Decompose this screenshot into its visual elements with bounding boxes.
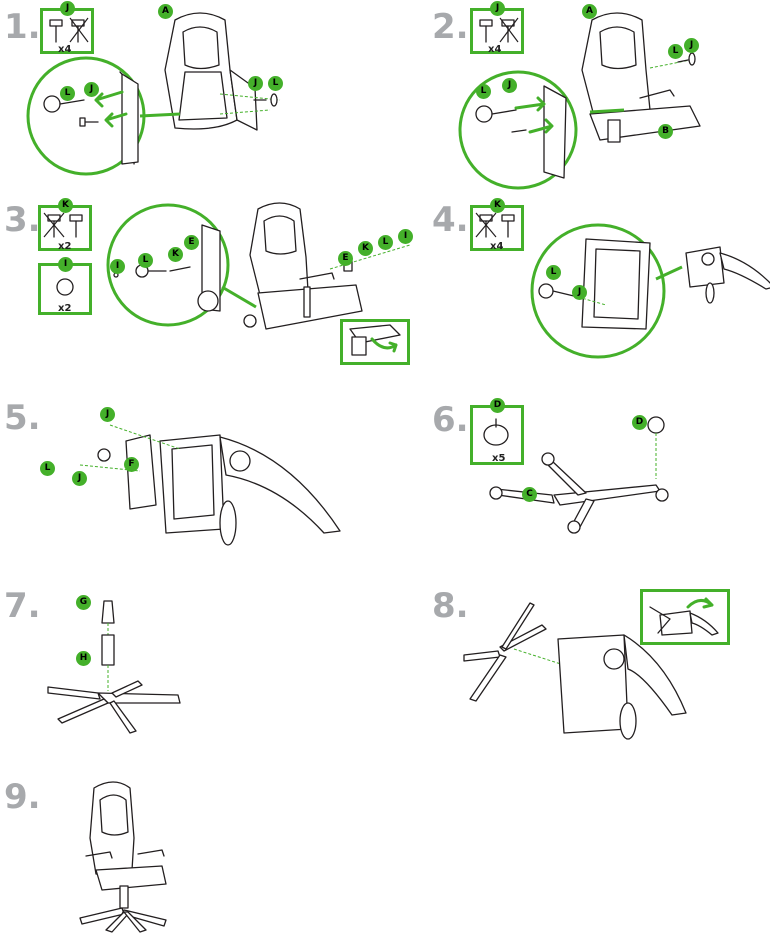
flip-detail: [649, 597, 719, 636]
seat-back-drawing: [164, 12, 258, 131]
part-tag: L: [268, 76, 283, 91]
part-tag: J: [60, 1, 75, 16]
chair-upside-drawing: [79, 424, 341, 546]
quantity-label: x4: [58, 44, 72, 55]
connector-line: [589, 108, 625, 114]
step-6: 6. x5 D D C: [430, 395, 770, 555]
step-number: 4.: [432, 200, 469, 240]
part-tag: G: [76, 595, 91, 610]
step-2: 2. x4 J A B J L L J: [430, 0, 770, 190]
bolt-icon: [479, 17, 519, 43]
detail-circle: [458, 70, 578, 190]
washer-icon: [56, 278, 74, 296]
step-number: 8.: [432, 586, 469, 626]
step-4: 4. x4 K L J: [430, 195, 770, 375]
part-tag: J: [72, 471, 87, 486]
step-number: 3.: [4, 200, 41, 240]
connector-line: [655, 265, 683, 281]
part-tag: I: [58, 257, 73, 272]
part-tag: A: [158, 4, 173, 19]
part-tag: H: [76, 651, 91, 666]
quantity-label: x4: [490, 241, 504, 252]
part-tag: F: [124, 457, 139, 472]
bolt-assembly: [649, 52, 696, 69]
caster-icon: [483, 418, 509, 446]
part-tag: L: [40, 461, 55, 476]
detail-circle: [530, 223, 666, 359]
part-tag: J: [490, 1, 505, 16]
part-tag: B: [658, 124, 673, 139]
step-number: 7.: [4, 586, 41, 626]
step-3: 3. x2 K x2 I I L K E E K L I: [0, 195, 430, 375]
part-tag: J: [248, 76, 263, 91]
step-9: 9.: [0, 770, 380, 935]
part-tag: J: [572, 285, 587, 300]
part-tag: J: [84, 82, 99, 97]
part-tag: D: [490, 398, 505, 413]
part-tag: E: [338, 251, 353, 266]
part-tag: L: [668, 44, 683, 59]
part-tag: L: [546, 265, 561, 280]
step-number: 2.: [432, 7, 469, 47]
part-tag: I: [398, 229, 413, 244]
chair-drawing: [243, 202, 363, 330]
part-tag: L: [476, 84, 491, 99]
part-tag: E: [184, 235, 199, 250]
detail-circle: [106, 203, 230, 327]
quantity-label: x2: [58, 241, 72, 252]
step-number: 5.: [4, 398, 41, 438]
bolt-icon: [475, 212, 515, 238]
inset-flip-box: [640, 589, 730, 645]
step-7: 7. G H: [0, 585, 380, 745]
part-tag: J: [502, 78, 517, 93]
step-8: 8.: [430, 585, 770, 745]
detail-circle: [26, 56, 146, 176]
part-tag: D: [632, 415, 647, 430]
assembled-chair-drawing: [79, 781, 167, 933]
part-tag: K: [168, 247, 183, 262]
chair-upside-drawing: [685, 246, 770, 304]
bolt-icon: [49, 17, 89, 43]
part-tag: I: [110, 259, 125, 274]
part-tag: K: [490, 198, 505, 213]
part-tag: K: [358, 241, 373, 256]
step-number: 9.: [4, 777, 41, 817]
step-number: 6.: [432, 400, 469, 440]
part-tag: A: [582, 4, 597, 19]
bolt-assembly: [219, 93, 281, 115]
part-tag: K: [58, 198, 73, 213]
part-tag: L: [138, 253, 153, 268]
quantity-label: x2: [58, 303, 72, 314]
gas-lift-and-base-drawing: [47, 600, 181, 734]
part-tag: J: [100, 407, 115, 422]
bolt-icon: [43, 212, 83, 238]
step-number: 1.: [4, 7, 41, 47]
connector-line: [221, 285, 257, 309]
step-5: 5. J L J F: [0, 395, 380, 555]
base-drawing: [489, 416, 669, 534]
part-tag: L: [378, 235, 393, 250]
step-1: 1. x4 J A J L J L: [0, 0, 380, 180]
part-tag: J: [684, 38, 699, 53]
part-tag: C: [522, 487, 537, 502]
quantity-label: x4: [488, 44, 502, 55]
chair-drawing: [581, 12, 701, 143]
chair-and-base-drawing: [463, 602, 687, 740]
connector-line: [139, 112, 181, 118]
lever-detail: [349, 324, 401, 356]
part-tag: L: [60, 86, 75, 101]
quantity-label: x5: [492, 453, 506, 464]
